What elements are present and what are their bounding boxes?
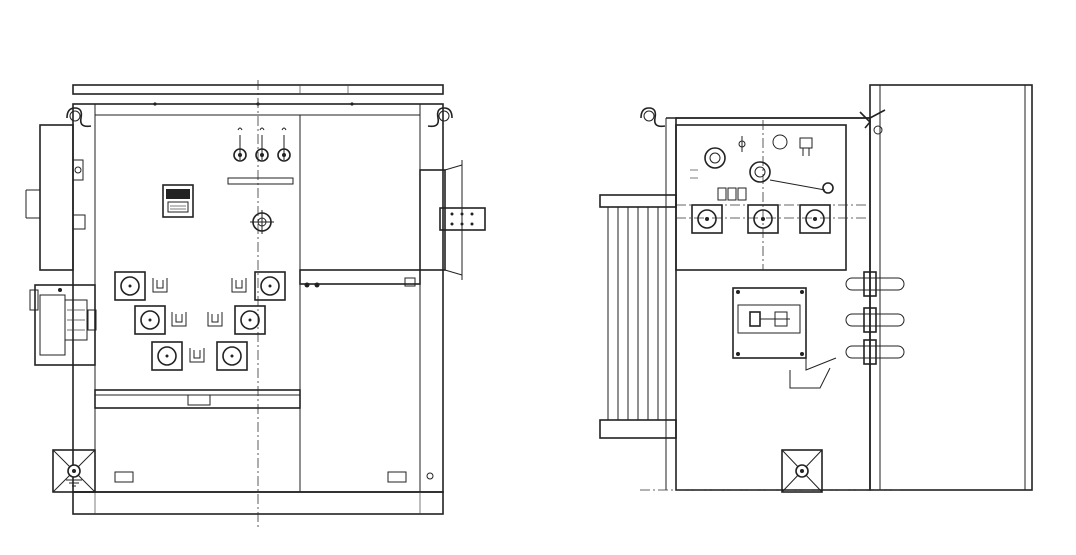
nameplate-icon (162, 184, 194, 218)
bushing-group (114, 271, 286, 371)
control-box (29, 284, 97, 366)
oil-level-gauge-icon (704, 147, 834, 194)
side-lugs (845, 271, 905, 365)
lifting-hook-icon (427, 107, 453, 128)
side-cabinet (39, 124, 74, 271)
lifting-hook-icon (66, 107, 92, 128)
side-view (599, 84, 1033, 493)
lifting-hook-icon (859, 109, 886, 135)
side-flange (419, 160, 486, 280)
cross-rail (227, 177, 294, 185)
lv-terminals (233, 127, 291, 162)
side-tank-body (675, 117, 871, 491)
front-panel (94, 114, 301, 396)
pressure-valve-icon (250, 210, 274, 234)
side-bushings (691, 204, 831, 234)
cross-rail (94, 389, 301, 409)
pressure-valve-icon (738, 134, 813, 156)
side-cover-panel (675, 124, 847, 271)
grounding-symbol-icon (781, 449, 823, 493)
radiator-fins-icon (599, 194, 677, 439)
lifting-hook-icon (640, 107, 666, 128)
grounding-symbol-icon (52, 449, 96, 493)
terminal-box (732, 287, 837, 389)
front-view (25, 80, 486, 530)
side-enclosure (869, 84, 1033, 491)
cross-rail (299, 269, 421, 285)
